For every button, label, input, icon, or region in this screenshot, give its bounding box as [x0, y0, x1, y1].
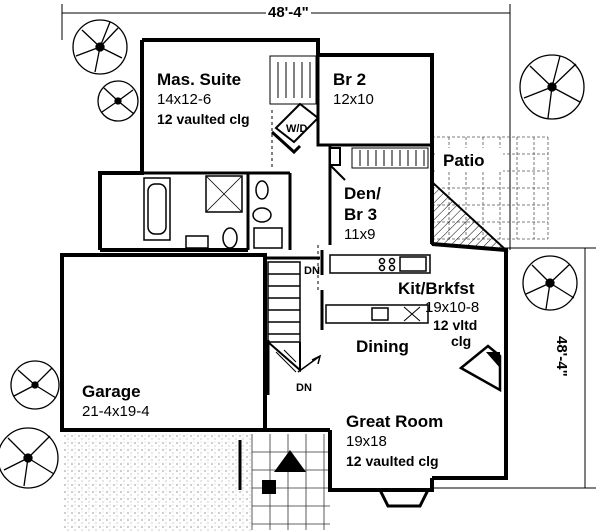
wd-label: W/D — [286, 123, 308, 135]
bath-fixtures — [143, 175, 283, 249]
entry-triangle — [274, 450, 306, 472]
great-room-name: Great Room — [346, 412, 444, 431]
angled-wall — [431, 179, 509, 252]
den-name: Den/ — [344, 184, 381, 203]
garage-front — [238, 440, 332, 490]
stair-arrow — [297, 354, 322, 373]
patio-label-bg — [437, 148, 503, 172]
garage-size: 21-4x19-4 — [82, 403, 150, 420]
washer-dryer — [270, 102, 320, 155]
den-name-line2: Br 3 — [344, 205, 378, 224]
master-suite-note: 12 vaulted clg — [157, 111, 250, 127]
kitchen-note: 12 vltd — [433, 317, 478, 333]
entry-post — [262, 480, 276, 494]
kitchen-note-line2: clg — [451, 333, 472, 349]
garage-name: Garage — [82, 382, 141, 401]
bay-window — [378, 489, 430, 508]
tree-icon — [522, 255, 578, 311]
stair-dn-upper: DN — [304, 265, 320, 277]
den-size: 11x9 — [344, 226, 376, 243]
master-suite-name: Mas. Suite — [157, 70, 242, 89]
stair-dn-lower: DN — [296, 382, 312, 394]
tree-icon — [10, 360, 60, 410]
tree-icon — [97, 80, 139, 122]
room-dividers — [271, 110, 319, 290]
width-dimension-label: 48'-4" — [266, 4, 311, 21]
interior-walls — [142, 55, 432, 395]
stairs — [267, 261, 301, 373]
tree-icon — [72, 19, 128, 75]
kitchen-size: 19x10-8 — [425, 299, 480, 316]
tree-icon — [0, 427, 59, 489]
great-room-note: 12 vaulted clg — [346, 453, 439, 469]
tree-icon — [519, 54, 585, 120]
dining-name: Dining — [356, 337, 409, 356]
den-closet — [329, 147, 346, 181]
depth-dimension-line — [430, 247, 596, 489]
master-suite-size: 14x12-6 — [157, 91, 212, 108]
closet-shelves — [269, 55, 429, 169]
driveway — [62, 434, 252, 532]
patio-name: Patio — [443, 151, 485, 170]
great-room-size: 19x18 — [346, 433, 387, 450]
br2-size: 12x10 — [333, 91, 374, 108]
depth-dimension-label: 48'-4" — [553, 334, 570, 379]
br2-name: Br 2 — [333, 70, 367, 89]
fireplace — [458, 344, 502, 393]
kitchen-counters — [325, 254, 431, 324]
kitchen-name: Kit/Brkfst — [398, 279, 475, 298]
